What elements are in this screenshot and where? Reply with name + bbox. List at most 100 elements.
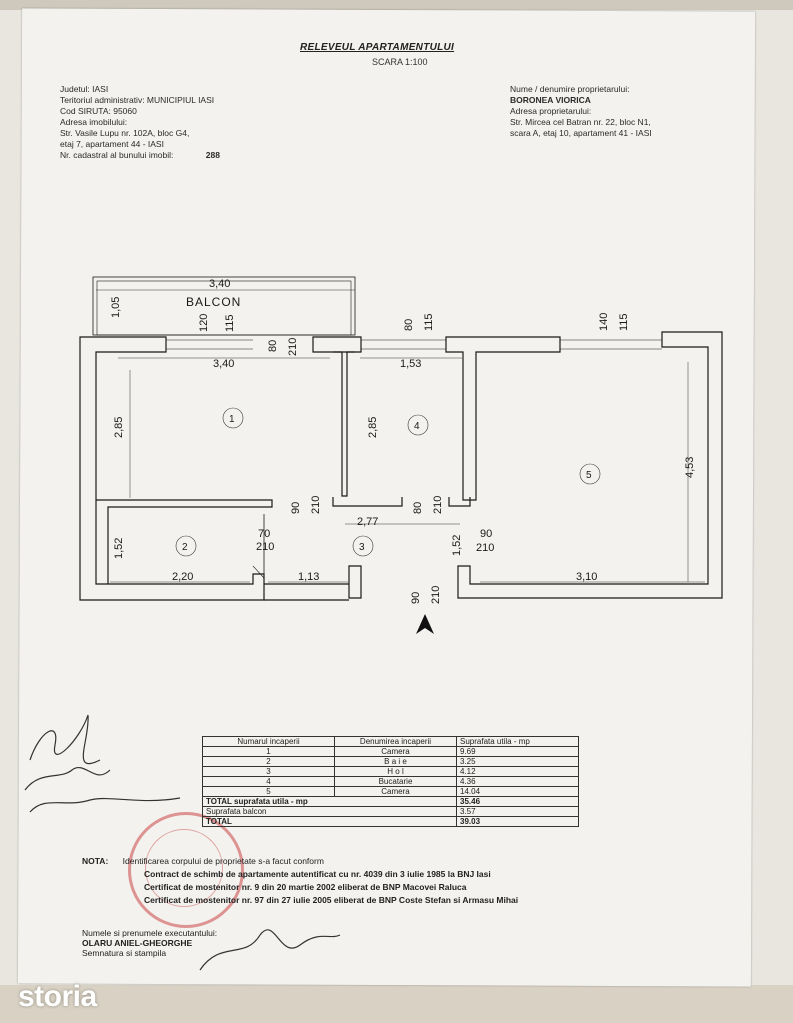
door5-width: 90 <box>480 528 492 540</box>
table-row: 4 Bucatarie 4.36 <box>202 776 579 787</box>
cadastral-label: Nr. cadastral al bunului imobil: <box>60 150 174 160</box>
door2-height: 210 <box>256 541 274 553</box>
balcony-area-value: 3.57 <box>456 806 579 817</box>
notes-section: NOTA: Identificarea corpului de propriet… <box>82 856 518 905</box>
plan-labels: 3,40 BALCON 1,05 120 115 80 210 3,40 2,8… <box>110 278 696 604</box>
address-line-2: etaj 7, apartament 44 - IASI <box>60 139 164 149</box>
balcony-inner <box>96 280 352 336</box>
property-info: Judetul: IASI Teritoriul administrativ: … <box>60 84 220 161</box>
window3-width: 140 <box>598 313 610 331</box>
rooms-table: Numarul incaperii Denumirea incaperii Su… <box>202 736 579 827</box>
owner-name: BORONEA VIORICA <box>510 95 591 105</box>
table-row: 2 B a i e 3.25 <box>202 756 579 767</box>
notes-text-4: Certificat de mostenitor nr. 97 din 27 i… <box>144 895 519 905</box>
header-room-name: Denumirea incaperii <box>334 736 457 747</box>
room-2-circle <box>175 535 197 557</box>
room-1-circle <box>222 407 244 429</box>
room-4-circle <box>407 414 429 436</box>
partition-1-2 <box>96 499 273 584</box>
table-row: 3 H o l 4.12 <box>202 766 579 777</box>
room-5-circle <box>579 463 601 485</box>
official-stamp <box>128 812 244 928</box>
room-name: Camera <box>334 786 457 797</box>
room-number: 2 <box>202 756 335 767</box>
plan-walls <box>79 276 723 601</box>
wall-top-middle <box>312 336 362 353</box>
room-area: 9.69 <box>456 746 579 757</box>
room-area: 4.12 <box>456 766 579 777</box>
room-name: Bucatarie <box>334 776 457 787</box>
partition-kitchen-door <box>332 497 403 507</box>
grand-total-value: 39.03 <box>456 816 579 827</box>
document-title: RELEVEUL APARTAMENTULUI <box>300 42 455 53</box>
owner-label: Nume / denumire proprietarului: <box>510 84 630 94</box>
balcony-depth-label: 1,05 <box>110 297 122 318</box>
wall-right <box>457 331 723 599</box>
room-number: 4 <box>202 776 335 787</box>
partition-1-4 <box>333 351 355 497</box>
total-usable-value: 35.46 <box>456 796 579 807</box>
entry-height: 210 <box>430 586 442 604</box>
room-area: 14.04 <box>456 786 579 797</box>
window1-height: 115 <box>224 314 236 332</box>
room-number: 5 <box>202 786 335 797</box>
wall-pillar-hall <box>348 565 362 599</box>
cadastral-row: Nr. cadastral al bunului imobil: 288 <box>60 150 220 161</box>
dimension-lines <box>96 289 705 583</box>
executant-name: OLARU ANIEL-GHEORGHE <box>82 938 193 948</box>
signature-stroke-2 <box>24 767 111 791</box>
wall-left <box>79 336 265 601</box>
hall-length-label: 2,77 <box>357 516 378 528</box>
hall-height-label: 1,52 <box>451 535 463 556</box>
room5-width-label: 3,10 <box>576 571 597 583</box>
executant-label: Numele si prenumele executantului: <box>82 928 218 938</box>
window1-width: 120 <box>198 314 210 332</box>
wall-top-right <box>445 336 561 501</box>
door5-height: 210 <box>476 542 494 554</box>
background-bottom <box>0 985 793 1023</box>
room2-height-label: 1,52 <box>113 538 125 559</box>
door2-width: 70 <box>258 528 270 540</box>
table-row: 5 Camera 14.04 <box>202 786 579 797</box>
signature-left <box>24 714 181 813</box>
address-label: Adresa imobilului: <box>60 117 128 127</box>
room-name: H o l <box>334 766 457 777</box>
room-markers <box>175 407 601 557</box>
cadastral-value: 288 <box>205 150 220 160</box>
room1-height-label: 2,85 <box>113 417 125 438</box>
signature-executant <box>199 929 341 971</box>
bath-door-swing <box>252 565 265 579</box>
window2-width: 80 <box>403 319 415 331</box>
room4-id: 4 <box>414 421 420 432</box>
room5-height-label: 4,53 <box>684 457 696 478</box>
room-number: 1 <box>202 746 335 757</box>
address-line-1: Str. Vasile Lupu nr. 102A, bloc G4, <box>60 128 190 138</box>
room3-id: 3 <box>359 542 365 553</box>
north-arrow-icon <box>416 614 434 634</box>
room-name: B a i e <box>334 756 457 767</box>
header-room-number: Numarul incaperii <box>202 736 335 747</box>
balcony-label: BALCON <box>186 295 241 309</box>
executant-signature-stroke <box>199 929 341 971</box>
door4-width: 80 <box>412 502 424 514</box>
document-scale: SCARA 1:100 <box>372 57 428 67</box>
room2-id: 2 <box>182 542 188 553</box>
owner-address-label: Adresa proprietarului: <box>510 106 592 116</box>
window3-height: 115 <box>618 313 630 331</box>
header-room-area: Suprafata utila - mp <box>456 736 579 747</box>
room-area: 3.25 <box>456 756 579 767</box>
county: Judetul: IASI <box>60 84 109 94</box>
balcony-area-row: Suprafata balcon 3.57 <box>202 806 579 817</box>
rooms-table-header: Numarul incaperii Denumirea incaperii Su… <box>202 736 579 747</box>
room4-width-label: 1,53 <box>400 358 421 370</box>
grand-total-row: TOTAL 39.03 <box>202 816 579 827</box>
owner-info: Nume / denumire proprietarului: BORONEA … <box>510 84 652 139</box>
room4-height-label: 2,85 <box>367 417 379 438</box>
territory: Teritoriul administrativ: MUNICIPIUL IAS… <box>60 95 215 105</box>
executant-signature-label: Semnatura si stampila <box>82 948 167 958</box>
owner-address-1: Str. Mircea cel Batran nr. 22, bloc N1, <box>510 117 651 127</box>
stamp-inner-ring <box>145 829 223 907</box>
entry-width: 90 <box>410 592 422 604</box>
background-strip <box>0 0 793 10</box>
